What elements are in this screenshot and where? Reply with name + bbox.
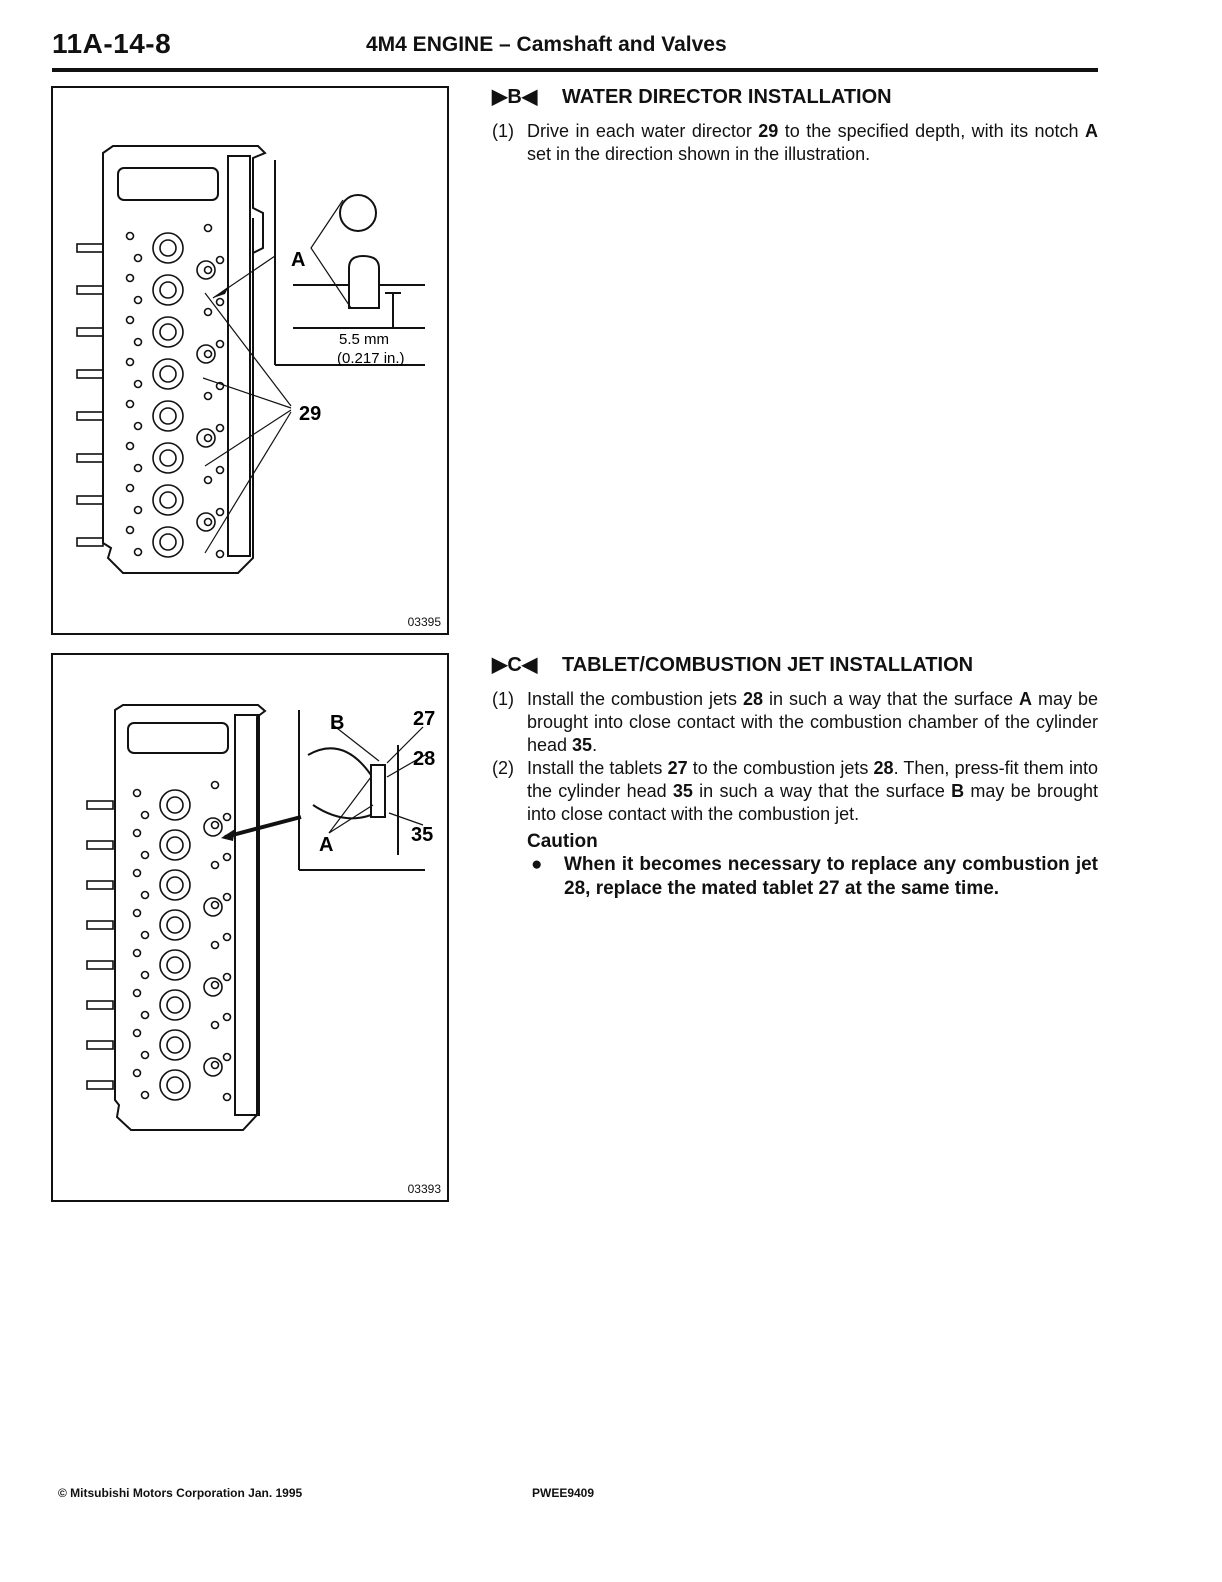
caution-block: Caution: [492, 830, 1098, 853]
label-b: B: [330, 712, 344, 734]
section-water-director: ▶B◀ WATER DIRECTOR INSTALLATION (1) Driv…: [492, 86, 1098, 166]
section-combustion-jet: ▶C◀ TABLET/COMBUSTION JET INSTALLATION (…: [492, 654, 1098, 901]
figure-water-director: A 29 5.5 mm (0.217 in.) 03395: [51, 86, 449, 635]
caution-title: Caution: [527, 831, 598, 852]
cylinder-head-diagram: A 29 5.5 mm (0.217 in.): [76, 145, 425, 574]
label-28: 28: [413, 748, 435, 770]
step-number: (2): [492, 758, 514, 778]
section-title: WATER DIRECTOR INSTALLATION: [562, 86, 892, 108]
section-title: TABLET/COMBUSTION JET INSTALLATION: [562, 654, 974, 676]
label-27: 27: [413, 708, 435, 730]
section-marker: ▶C◀: [492, 654, 538, 676]
figure-number: 03393: [407, 1182, 441, 1196]
dimension-imperial: (0.217 in.): [337, 350, 405, 367]
page-title: 4M4 ENGINE – Camshaft and Valves: [366, 33, 727, 56]
label-29: 29: [299, 403, 321, 425]
section-marker: ▶B◀: [492, 86, 538, 108]
figure-combustion-jet: B 27 28 35 A 03393: [51, 653, 449, 1202]
copyright-footer: © Mitsubishi Motors Corporation Jan. 199…: [58, 1486, 303, 1500]
page-number: 11A-14-8: [52, 28, 172, 59]
step-number: (1): [492, 689, 514, 709]
figure-number: 03395: [407, 615, 441, 629]
label-35: 35: [411, 824, 433, 846]
label-a: A: [319, 834, 333, 856]
step-number: (1): [492, 121, 514, 141]
bullet-icon: ●: [531, 854, 543, 875]
step-item: (1) Drive in each water director 29 to t…: [492, 121, 1098, 164]
caution-text: When it becomes necessary to replace any…: [564, 854, 1098, 899]
cylinder-head-detail-diagram: B 27 28 35 A: [86, 704, 435, 1131]
label-a: A: [291, 249, 305, 271]
document-code: PWEE9409: [532, 1486, 595, 1500]
section-heading: ▶C◀ TABLET/COMBUSTION JET INSTALLATION: [492, 654, 1098, 688]
step-item: (1) Install the combustion jets 28 in su…: [492, 689, 1099, 755]
page-header: 11A-14-8 4M4 ENGINE – Camshaft and Valve…: [52, 28, 1098, 72]
caution-item: ● When it becomes necessary to replace a…: [492, 853, 1098, 901]
dimension-metric: 5.5 mm: [339, 331, 389, 348]
section-heading: ▶B◀ WATER DIRECTOR INSTALLATION: [492, 86, 1098, 120]
step-item: (2) Install the tablets 27 to the combus…: [492, 758, 1099, 824]
